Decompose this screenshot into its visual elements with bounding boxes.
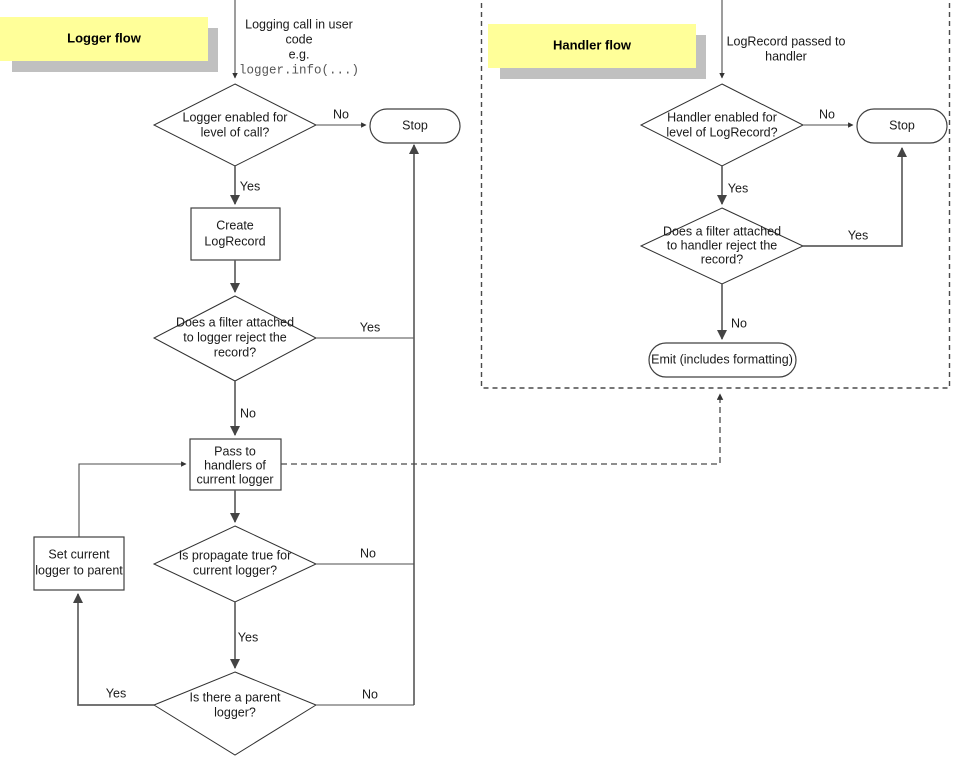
legend-logger-flow-box (0, 17, 208, 61)
node-emit: Emit (includes formatting) (648, 342, 797, 378)
set-parent-line2: logger to parent (35, 563, 123, 577)
node-set-parent: Set current logger to parent (33, 536, 125, 591)
legend-logger-flow: Logger flow (0, 17, 218, 72)
label-propagate-no: No (360, 546, 376, 560)
node-stop-handler: Stop (856, 108, 948, 144)
set-parent-shape (33, 536, 125, 591)
label-handler-filter-yes: Yes (848, 228, 868, 242)
logger-enabled-line1: Logger enabled for (183, 110, 288, 124)
logger-filter-line1: Does a filter attached (176, 315, 294, 329)
stop-logger-label: Stop (402, 118, 428, 132)
logger-entry-caption-line3: e.g. (289, 47, 310, 61)
pass-to-handlers-line1: Pass to (214, 444, 256, 458)
logger-entry-caption-code: logger.info(...) (239, 63, 359, 77)
edge-pass-to-handler-flow (281, 393, 724, 465)
label-logger-enabled-yes: Yes (240, 179, 260, 193)
emit-label: Emit (includes formatting) (651, 352, 793, 366)
logger-entry-caption-line2: code (285, 32, 312, 46)
create-logrecord-line1: Create (216, 218, 254, 232)
handler-filter-line3: record? (701, 252, 743, 266)
logger-enabled-line2: level of call? (201, 125, 270, 139)
legend-handler-flow-label: Handler flow (553, 37, 632, 52)
legend-handler-flow-box (488, 24, 696, 68)
label-has-parent-yes: Yes (106, 686, 126, 700)
label-handler-enabled-no: No (819, 107, 835, 121)
pass-to-handlers-shape (189, 438, 282, 491)
has-parent-line1: Is there a parent (189, 690, 281, 704)
handler-entry-caption-line2: handler (765, 49, 807, 63)
has-parent-diamond (152, 671, 318, 756)
handler-enabled-line1: Handler enabled for (667, 110, 777, 124)
label-handler-filter-no: No (731, 316, 747, 330)
node-has-parent: Is there a parent logger? (152, 671, 318, 756)
legend-logger-flow-label: Logger flow (67, 30, 142, 45)
handler-entry-caption-line1: LogRecord passed to (727, 34, 846, 48)
stop-handler-label: Stop (889, 118, 915, 132)
node-create-logrecord: Create LogRecord (190, 207, 281, 261)
logger-filter-line2: to logger reject the (183, 330, 287, 344)
legend-handler-flow: Handler flow (488, 24, 706, 79)
has-parent-line2: logger? (214, 705, 256, 719)
label-logger-filter-yes: Yes (360, 320, 380, 334)
node-logger-filter: Does a filter attached to logger reject … (152, 295, 318, 382)
handler-enabled-line2: level of LogRecord? (666, 125, 777, 139)
pass-to-handlers-line3: current logger (196, 472, 273, 486)
label-propagate-yes: Yes (238, 630, 258, 644)
is-propagate-line2: current logger? (193, 563, 277, 577)
logger-entry-caption-line1: Logging call in user (245, 17, 353, 31)
edge-set-parent-loop-back (78, 461, 187, 537)
node-handler-enabled: Handler enabled for level of LogRecord? (639, 83, 805, 167)
edge-has-parent-yes (72, 592, 154, 706)
handler-filter-line2: to handler reject the (667, 238, 778, 252)
edge-handler-filter-yes (803, 146, 908, 247)
label-has-parent-no: No (362, 687, 378, 701)
node-logger-enabled: Logger enabled for level of call? (152, 83, 318, 167)
is-propagate-line1: Is propagate true for (179, 548, 292, 562)
node-is-propagate: Is propagate true for current logger? (152, 525, 318, 603)
stop-logger-shape (369, 108, 461, 144)
create-logrecord-line2: LogRecord (204, 234, 265, 248)
pass-to-handlers-line2: handlers of (204, 458, 266, 472)
label-logger-enabled-no: No (333, 107, 349, 121)
node-handler-filter: Does a filter attached to handler reject… (639, 207, 805, 285)
set-parent-line1: Set current (48, 547, 110, 561)
label-handler-enabled-yes: Yes (728, 181, 748, 195)
node-pass-to-handlers: Pass to handlers of current logger (189, 438, 282, 491)
create-logrecord-shape (190, 207, 281, 261)
stop-handler-shape (856, 108, 948, 144)
label-logger-filter-no: No (240, 406, 256, 420)
node-stop-logger: Stop (369, 108, 461, 144)
handler-filter-line1: Does a filter attached (663, 224, 781, 238)
logger-filter-line3: record? (214, 345, 256, 359)
emit-shape (648, 342, 797, 378)
